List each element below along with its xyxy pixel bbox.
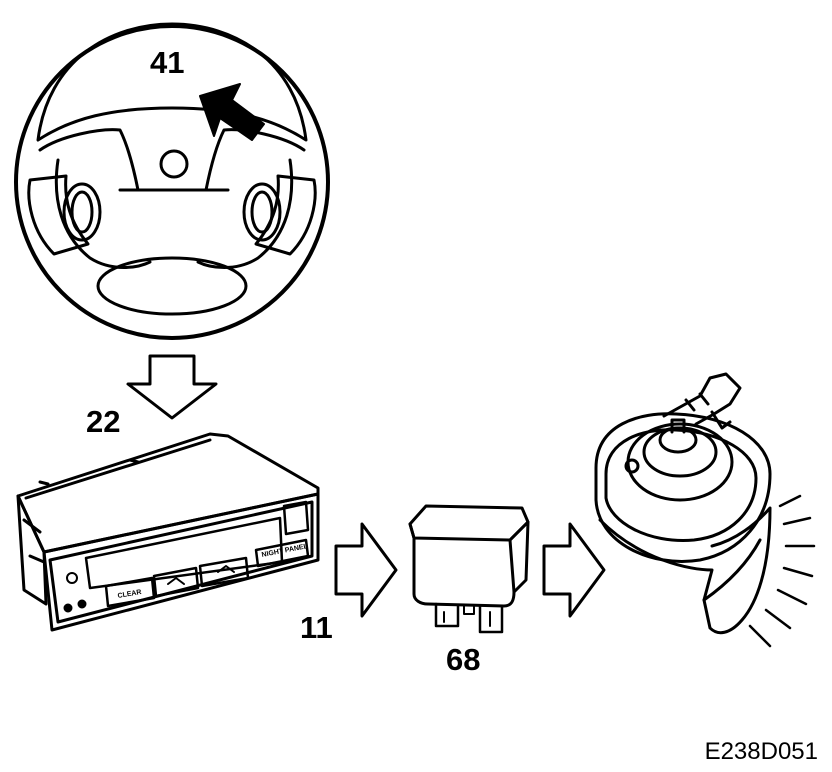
steering-wheel-icon — [14, 22, 330, 340]
callout-signal: 11 — [300, 610, 333, 645]
horn-icon — [594, 372, 772, 635]
arrow-right-icon — [542, 522, 606, 618]
figure-id: E238D051 — [704, 738, 818, 765]
callout-steering-wheel: 41 — [150, 45, 185, 80]
relay-icon — [408, 504, 530, 634]
sid-display-unit — [16, 432, 320, 632]
callout-sid-display: 22 — [86, 404, 121, 439]
press-arrow-icon — [199, 83, 265, 141]
callout-relay: 68 — [446, 642, 481, 677]
clear-button-label: CLEAR — [117, 589, 142, 600]
arrow-down-icon — [126, 354, 218, 420]
sound-waves-icon — [748, 494, 816, 648]
arrow-right-icon — [334, 522, 398, 618]
